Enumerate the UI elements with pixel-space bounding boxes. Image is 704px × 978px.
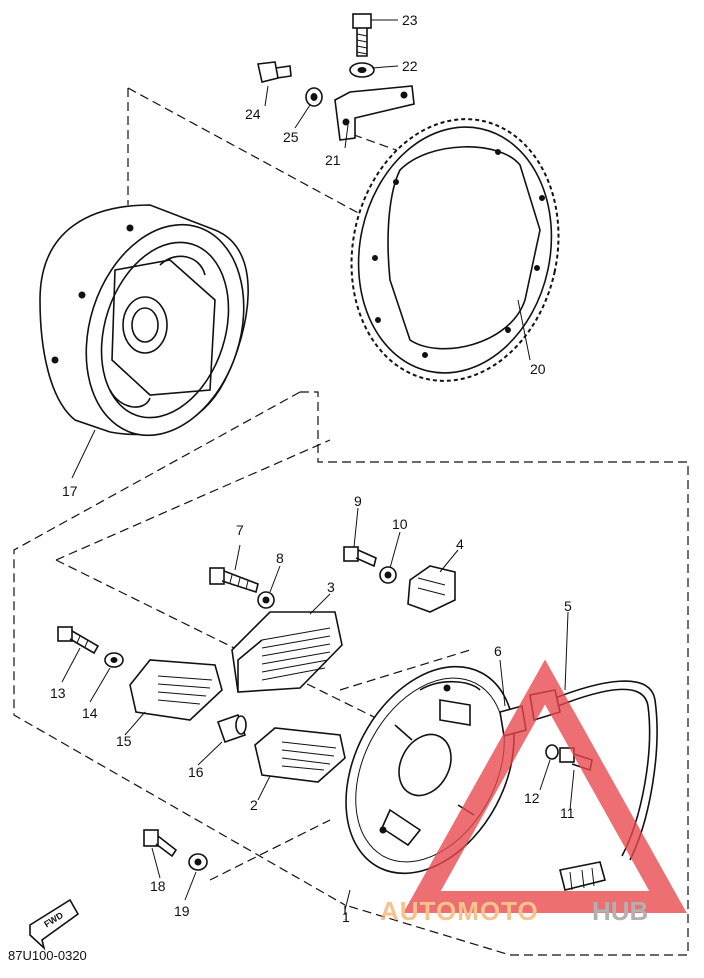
callout-11: 11 bbox=[560, 805, 575, 821]
callout-12: 12 bbox=[524, 790, 540, 806]
svg-text:HUB: HUB bbox=[592, 896, 648, 926]
callout-18: 18 bbox=[150, 878, 166, 894]
callout-8: 8 bbox=[276, 550, 284, 566]
source-coil-2 bbox=[254, 727, 346, 783]
callout-17: 17 bbox=[62, 483, 78, 499]
callout-22: 22 bbox=[402, 58, 418, 74]
callout-4: 4 bbox=[456, 536, 464, 552]
callout-9: 9 bbox=[354, 493, 362, 509]
leader-lines bbox=[61, 19, 575, 911]
pickup-coil-4 bbox=[407, 565, 456, 613]
flywheel-rotor bbox=[39, 204, 249, 437]
charge-coil-15 bbox=[129, 659, 223, 721]
callout-25: 25 bbox=[283, 129, 299, 145]
callout-21: 21 bbox=[325, 152, 341, 168]
top-hardware bbox=[257, 13, 415, 141]
fasteners bbox=[57, 546, 593, 871]
callout-19: 19 bbox=[174, 903, 190, 919]
callout-6: 6 bbox=[494, 643, 502, 659]
callout-7: 7 bbox=[236, 522, 244, 538]
watermark-logo: AUTOMOTO HUB bbox=[380, 659, 687, 926]
part-callouts: 23 22 24 25 21 20 17 9 10 7 4 8 3 5 6 13… bbox=[50, 12, 575, 925]
callout-14: 14 bbox=[82, 705, 98, 721]
callout-16: 16 bbox=[188, 764, 204, 780]
svg-text:AUTOMOTO: AUTOMOTO bbox=[380, 896, 539, 926]
callout-15: 15 bbox=[116, 733, 132, 749]
callout-3: 3 bbox=[327, 579, 335, 595]
charge-coil-3 bbox=[231, 611, 343, 693]
callout-24: 24 bbox=[245, 106, 261, 122]
callout-23: 23 bbox=[402, 12, 418, 28]
callout-5: 5 bbox=[564, 598, 572, 614]
assembly-boundary-lines bbox=[13, 87, 689, 956]
callout-1: 1 bbox=[342, 909, 350, 925]
callout-2: 2 bbox=[250, 797, 258, 813]
callout-20: 20 bbox=[530, 361, 546, 377]
drawing-code: 87U100-0320 bbox=[8, 948, 87, 963]
stator-base-plate bbox=[345, 665, 515, 875]
callout-10: 10 bbox=[392, 516, 408, 532]
starter-ring-gear bbox=[350, 118, 560, 382]
fwd-direction-arrow: FWD bbox=[29, 898, 80, 951]
spacer-16 bbox=[216, 713, 247, 744]
callout-13: 13 bbox=[50, 685, 66, 701]
